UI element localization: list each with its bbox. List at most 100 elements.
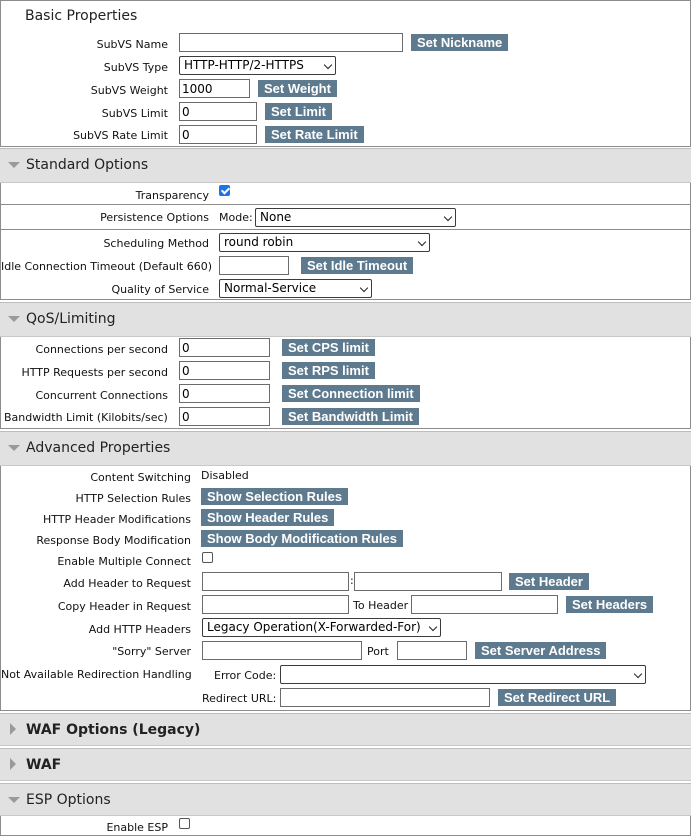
idle-timeout-input[interactable] <box>219 256 289 275</box>
quality-of-service-label: Quality of Service <box>111 283 209 296</box>
standard-options-header[interactable]: Standard Options <box>0 148 691 183</box>
enable-esp-label: Enable ESP <box>106 821 168 834</box>
set-server-address-button[interactable]: Set Server Address <box>475 642 607 659</box>
sorry-server-port-input[interactable] <box>397 641 467 660</box>
subvs-weight-input[interactable] <box>179 79 250 98</box>
qos-limiting-header[interactable]: QoS/Limiting <box>0 302 691 337</box>
set-nickname-button[interactable]: Set Nickname <box>411 34 509 51</box>
persistence-mode-select[interactable]: None <box>255 208 456 227</box>
copy-header-from-input[interactable] <box>202 595 349 614</box>
subvs-type-value: HTTP-HTTP/2-HTTPS <box>184 58 304 72</box>
advanced-properties-title: Advanced Properties <box>26 440 171 456</box>
concurrent-connections-label: Concurrent Connections <box>35 389 168 402</box>
port-label: Port <box>367 645 389 658</box>
subvs-rate-limit-input[interactable] <box>179 125 257 144</box>
persistence-mode-value: None <box>260 210 292 224</box>
expand-triangle-icon <box>10 723 16 735</box>
not-available-redirection-label: Not Available Redirection Handling <box>1 668 192 681</box>
add-header-name-input[interactable] <box>202 572 349 591</box>
collapse-triangle-icon <box>8 162 20 168</box>
quality-of-service-select[interactable]: Normal-Service <box>219 279 372 298</box>
set-connection-limit-button[interactable]: Set Connection limit <box>282 385 420 402</box>
subvs-type-select[interactable]: HTTP-HTTP/2-HTTPS <box>179 56 336 75</box>
set-rps-limit-button[interactable]: Set RPS limit <box>282 362 375 379</box>
add-http-headers-select[interactable]: Legacy Operation(X-Forwarded-For) <box>202 618 441 637</box>
esp-options-panel <box>0 816 691 836</box>
to-header-label: To Header <box>353 599 409 612</box>
add-header-to-request-label: Add Header to Request <box>63 577 191 590</box>
show-selection-rules-button[interactable]: Show Selection Rules <box>201 488 349 505</box>
idle-timeout-label: Idle Connection Timeout (Default 660) <box>1 260 212 273</box>
advanced-properties-header[interactable]: Advanced Properties <box>0 431 691 466</box>
sorry-server-input[interactable] <box>202 641 362 660</box>
copy-header-to-input[interactable] <box>411 595 558 614</box>
add-header-value-input[interactable] <box>354 572 502 591</box>
set-bandwidth-limit-button[interactable]: Set Bandwidth Limit <box>282 408 419 425</box>
add-header-separator: : <box>350 574 354 587</box>
waf-title: WAF <box>26 757 62 773</box>
scheduling-method-select[interactable]: round robin <box>219 233 430 252</box>
concurrent-connections-input[interactable] <box>179 384 270 403</box>
set-cps-limit-button[interactable]: Set CPS limit <box>282 339 375 356</box>
rps-label: HTTP Requests per second <box>21 366 168 379</box>
scheduling-method-label: Scheduling Method <box>103 237 209 250</box>
http-header-modifications-label: HTTP Header Modifications <box>43 513 191 526</box>
show-header-rules-button[interactable]: Show Header Rules <box>201 509 335 526</box>
collapse-triangle-icon <box>8 445 20 451</box>
subvs-limit-label: SubVS Limit <box>101 107 168 120</box>
divider <box>0 204 691 205</box>
redirect-url-label: Redirect URL: <box>202 692 277 705</box>
set-headers-button[interactable]: Set Headers <box>566 596 654 613</box>
transparency-label: Transparency <box>135 189 209 202</box>
qos-limiting-title: QoS/Limiting <box>26 311 116 327</box>
enable-multiple-connect-label: Enable Multiple Connect <box>57 555 191 568</box>
chevron-down-icon <box>323 60 333 70</box>
waf-options-legacy-header[interactable]: WAF Options (Legacy) <box>0 713 691 746</box>
add-http-headers-label: Add HTTP Headers <box>88 623 191 636</box>
esp-options-header[interactable]: ESP Options <box>0 783 691 816</box>
sorry-server-label: "Sorry" Server <box>112 645 191 658</box>
chevron-down-icon <box>359 283 369 293</box>
cps-input[interactable] <box>179 338 270 357</box>
subvs-type-label: SubVS Type <box>103 61 168 74</box>
waf-header[interactable]: WAF <box>0 748 691 781</box>
set-limit-button[interactable]: Set Limit <box>265 103 332 120</box>
redirect-url-input[interactable] <box>280 688 490 707</box>
set-rate-limit-button[interactable]: Set Rate Limit <box>265 126 364 143</box>
response-body-modification-label: Response Body Modification <box>36 534 191 547</box>
subvs-name-label: SubVS Name <box>96 38 168 51</box>
show-body-modification-rules-button[interactable]: Show Body Modification Rules <box>201 530 403 547</box>
rps-input[interactable] <box>179 361 270 380</box>
set-redirect-url-button[interactable]: Set Redirect URL <box>498 689 617 706</box>
add-http-headers-value: Legacy Operation(X-Forwarded-For) <box>207 620 421 634</box>
mode-label: Mode: <box>219 211 253 224</box>
chevron-down-icon <box>443 212 453 222</box>
transparency-checkbox[interactable] <box>219 185 230 196</box>
error-code-select[interactable] <box>280 665 646 684</box>
bandwidth-limit-input[interactable] <box>179 407 270 426</box>
set-idle-timeout-button[interactable]: Set Idle Timeout <box>301 257 414 274</box>
collapse-triangle-icon <box>8 316 20 322</box>
enable-multiple-connect-checkbox[interactable] <box>202 552 213 563</box>
persistence-options-label: Persistence Options <box>100 211 209 224</box>
collapse-triangle-icon <box>8 797 20 803</box>
http-selection-rules-label: HTTP Selection Rules <box>75 492 191 505</box>
subvs-name-input[interactable] <box>179 33 403 52</box>
chevron-down-icon <box>417 237 427 247</box>
subvs-weight-label: SubVS Weight <box>90 84 168 97</box>
bandwidth-limit-label: Bandwidth Limit (Kilobits/sec) <box>4 411 168 424</box>
chevron-down-icon <box>633 669 643 679</box>
chevron-down-icon <box>428 622 438 632</box>
set-header-button[interactable]: Set Header <box>509 573 589 590</box>
expand-triangle-icon <box>10 758 16 770</box>
basic-properties-panel <box>0 0 691 147</box>
content-switching-label: Content Switching <box>90 471 191 484</box>
enable-esp-checkbox[interactable] <box>179 818 190 829</box>
subvs-limit-input[interactable] <box>179 102 257 121</box>
content-switching-value: Disabled <box>201 469 249 482</box>
error-code-label: Error Code: <box>214 669 277 682</box>
quality-of-service-value: Normal-Service <box>224 281 317 295</box>
standard-options-title: Standard Options <box>26 157 149 173</box>
set-weight-button[interactable]: Set Weight <box>258 80 337 97</box>
copy-header-label: Copy Header in Request <box>57 600 191 613</box>
